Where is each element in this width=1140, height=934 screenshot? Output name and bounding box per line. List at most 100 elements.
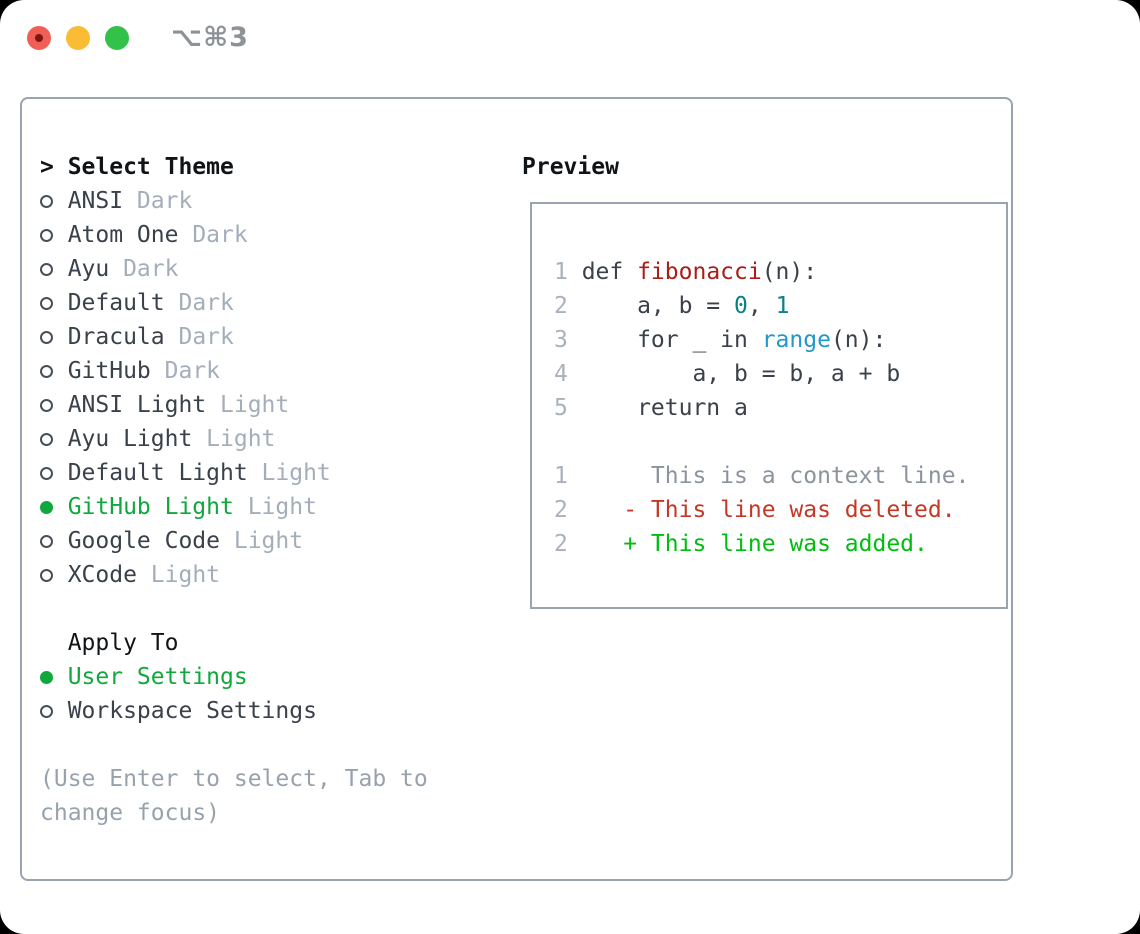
preview-line: 3 for _ in range(n):: [554, 323, 1006, 357]
code-token: return a: [581, 395, 748, 421]
preview-line: 1 def fibonacci(n):: [554, 255, 1006, 289]
zoom-button[interactable]: [105, 25, 129, 50]
minimize-button[interactable]: [66, 25, 90, 50]
close-button[interactable]: [27, 25, 51, 50]
radio-circle-icon: [40, 535, 53, 548]
radio-circle-icon: [40, 433, 53, 446]
preview-line: 1 This is a context line.: [554, 459, 1006, 493]
preview-line: 2 + This line was added.: [554, 527, 1006, 561]
preview-line: 2 - This line was deleted.: [554, 493, 1006, 527]
apply-to-title: Apply To: [67, 630, 179, 656]
code-token: a, b = b, a + b: [581, 361, 901, 387]
theme-option[interactable]: Atom One Dark: [40, 218, 470, 252]
radio-unselected-icon: [40, 528, 68, 554]
theme-variant-tag: Light: [233, 528, 304, 554]
line-number: 5: [554, 395, 568, 421]
option-label: Atom One: [67, 222, 179, 248]
option-label: Workspace Settings: [67, 698, 317, 724]
radio-circle-icon: [40, 331, 53, 344]
option-label: XCode: [67, 562, 137, 588]
preview-title: Preview: [522, 154, 619, 180]
line-number: 2: [554, 531, 568, 557]
radio-unselected-icon: [40, 290, 68, 316]
line-number: 1: [554, 259, 568, 285]
radio-unselected-icon: [40, 188, 68, 214]
theme-option[interactable]: XCode Light: [40, 558, 470, 592]
theme-variant-tag: Light: [261, 460, 331, 486]
section-gap: [40, 728, 470, 762]
theme-option[interactable]: Google Code Light: [40, 524, 470, 558]
radio-unselected-icon: [40, 392, 68, 418]
radio-circle-icon: [40, 263, 53, 276]
radio-circle-icon: [40, 569, 53, 582]
apply-to-header-row: Apply To: [40, 626, 470, 660]
radio-circle-icon: [40, 365, 53, 378]
preview-line: 5 return a: [554, 391, 1006, 425]
code-token: (n):: [761, 259, 818, 285]
preview-line: 2 a, b = 0, 1: [554, 289, 1006, 323]
code-token: + This line was added.: [581, 531, 928, 557]
radio-circle-icon: [40, 671, 53, 684]
radio-circle-icon: [40, 399, 53, 412]
theme-variant-tag: Dark: [136, 188, 193, 214]
radio-unselected-icon: [40, 426, 68, 452]
select-theme-header-row: > Select Theme: [40, 150, 470, 184]
code-token: a, b =: [581, 293, 735, 319]
code-token: 1: [775, 293, 790, 319]
radio-unselected-icon: [40, 460, 68, 486]
option-label: Default: [67, 290, 165, 316]
radio-circle-icon: [40, 705, 53, 718]
theme-variant-tag: Dark: [192, 222, 248, 248]
option-label: GitHub Light: [67, 494, 234, 520]
option-label: User Settings: [67, 664, 248, 690]
code-token: This is a context line.: [581, 463, 970, 489]
radio-unselected-icon: [40, 222, 68, 248]
radio-circle-icon: [40, 297, 53, 310]
apply-option[interactable]: User Settings: [40, 660, 470, 694]
option-label: Ayu Light: [67, 426, 193, 452]
prompt-caret-icon: >: [40, 154, 54, 180]
theme-variant-tag: Light: [150, 562, 221, 588]
code-token: fibonacci: [637, 259, 762, 285]
apply-option[interactable]: Workspace Settings: [40, 694, 470, 728]
option-label: Google Code: [67, 528, 221, 554]
radio-unselected-icon: [40, 358, 68, 384]
theme-variant-tag: Dark: [123, 256, 179, 282]
radio-unselected-icon: [40, 256, 68, 282]
radio-circle-icon: [40, 501, 53, 514]
radio-unselected-icon: [40, 698, 68, 724]
option-label: ANSI Light: [67, 392, 207, 418]
theme-option[interactable]: GitHub Light Light: [40, 490, 470, 524]
theme-variant-tag: Light: [247, 494, 317, 520]
preview-line: [554, 425, 1006, 459]
keyboard-hint-text: (Use Enter to select, Tab to change focu…: [40, 766, 428, 826]
theme-variant-tag: Dark: [164, 358, 221, 384]
line-number: 2: [554, 293, 568, 319]
option-label: Default Light: [67, 460, 248, 486]
code-token: def: [581, 259, 638, 285]
code-token: for _ in: [581, 327, 762, 353]
code-token: (n):: [830, 327, 887, 353]
radio-circle-icon: [40, 229, 53, 242]
select-theme-title: Select Theme: [67, 154, 234, 180]
line-number: 1: [554, 463, 568, 489]
code-token: 0: [734, 293, 748, 319]
theme-option[interactable]: Default Light Light: [40, 456, 470, 490]
radio-circle-icon: [40, 467, 53, 480]
line-number: 2: [554, 497, 568, 523]
radio-selected-icon: [40, 494, 68, 520]
radio-circle-icon: [40, 195, 53, 208]
